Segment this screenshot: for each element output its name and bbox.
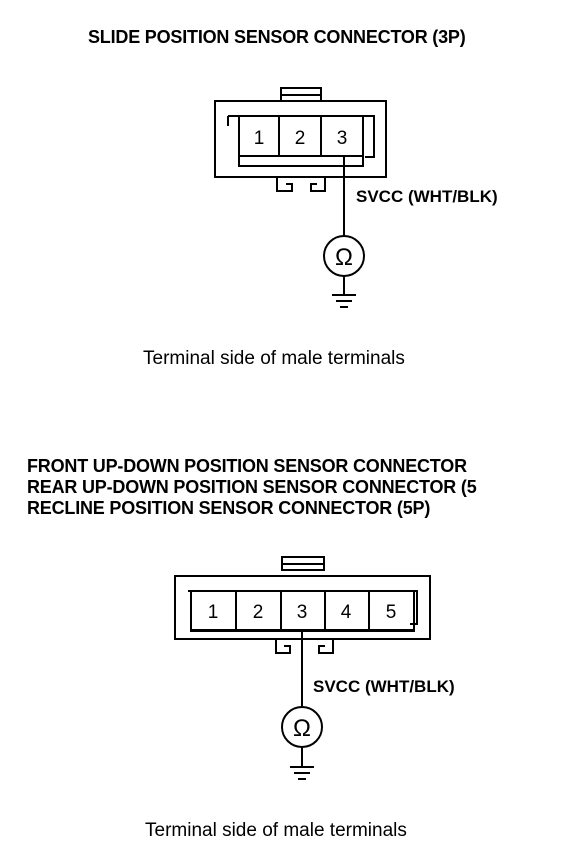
connector-housing [214, 100, 387, 178]
pin-label: 5 [386, 602, 397, 623]
connector-foot-left [276, 177, 293, 192]
slide-connector-title: SLIDE POSITION SENSOR CONNECTOR (3P) [88, 27, 466, 47]
front-up-down-connector-title: FRONT UP-DOWN POSITION SENSOR CONNECTOR [27, 456, 467, 476]
pin-label: 4 [341, 602, 352, 623]
recline-connector-title: RECLINE POSITION SENSOR CONNECTOR (5P) [27, 498, 431, 518]
pin-label: 3 [297, 602, 308, 623]
pin-label: 1 [208, 602, 219, 623]
ohm-icon: Ω [335, 244, 353, 271]
wire-label: SVCC (WHT/BLK) [356, 187, 498, 206]
pin-label: 1 [254, 128, 265, 149]
pin-label: 2 [295, 128, 306, 149]
pin-cell-5 [368, 590, 415, 632]
pin-cell-3 [320, 115, 364, 157]
connector-foot-right [310, 177, 326, 192]
five-pin-connector-caption: Terminal side of male terminals [145, 820, 407, 841]
wire-label: SVCC (WHT/BLK) [313, 677, 455, 696]
five-pin-connector-diagram: 1 2 3 4 5 SVCC (WHT/BLK) Ω [174, 556, 455, 780]
ground-symbol [290, 766, 314, 780]
rear-up-down-connector-title: REAR UP-DOWN POSITION SENSOR CONNECTOR (… [27, 477, 477, 497]
slide-connector-caption: Terminal side of male terminals [143, 348, 405, 369]
connector-foot-left [275, 639, 291, 654]
connector-foot-right [318, 639, 334, 654]
ohm-icon: Ω [293, 715, 311, 742]
pin-label: 3 [337, 128, 348, 149]
ground-symbol [332, 294, 356, 308]
pin-label: 2 [253, 602, 264, 623]
slide-connector-diagram: 1 2 3 SVCC (WHT/BLK) Ω [214, 87, 498, 308]
